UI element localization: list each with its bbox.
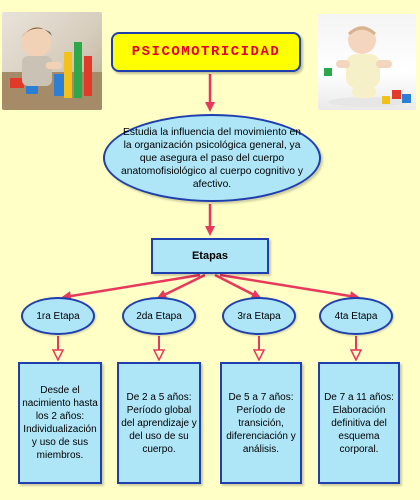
stage-4-node: 4ta Etapa xyxy=(319,297,393,335)
diagram-title: PSICOMOTRICIDAD xyxy=(131,44,281,60)
stage-3-description-box: De 5 a 7 años: Período de transición, di… xyxy=(220,362,302,484)
stage-1-label: 1ra Etapa xyxy=(36,310,80,322)
connector-etapas-to-stage-2 xyxy=(156,273,206,299)
stage-3-description: De 5 a 7 años: Período de transición, di… xyxy=(226,391,296,455)
definition-node: Estudia la influencia del movimiento en … xyxy=(103,114,321,202)
stage-4-label: 4ta Etapa xyxy=(334,310,378,322)
connector-etapas-to-stage-1 xyxy=(61,273,201,301)
stage-1-node: 1ra Etapa xyxy=(21,297,95,335)
connector-etapas-to-stage-3 xyxy=(214,273,262,299)
etapas-label: Etapas xyxy=(191,250,229,262)
definition-text: Estudia la influencia del movimiento en … xyxy=(120,126,303,190)
title-box: PSICOMOTRICIDAD xyxy=(111,32,301,72)
stage-1-description-box: Desde el nacimiento hasta los 2 años: In… xyxy=(18,362,102,484)
stage-2-node: 2da Etapa xyxy=(122,297,196,335)
etapas-node: Etapas xyxy=(151,238,269,274)
stage-3-node: 3ra Etapa xyxy=(222,297,296,335)
stage-3-label: 3ra Etapa xyxy=(237,310,281,322)
stage-4-description-box: De 7 a 11 años: Elaboración definitiva d… xyxy=(318,362,400,484)
stage-2-description-box: De 2 a 5 años: Período global del aprend… xyxy=(117,362,201,484)
connector-etapas-to-stage-4 xyxy=(219,273,360,301)
stage-1-description: Desde el nacimiento hasta los 2 años: In… xyxy=(22,385,98,461)
photo-child-with-blocks xyxy=(2,12,102,110)
photo-baby-with-blocks xyxy=(318,14,416,110)
stage-2-description: De 2 a 5 años: Período global del aprend… xyxy=(121,391,197,455)
stage-2-label: 2da Etapa xyxy=(136,310,182,322)
stage-4-description: De 7 a 11 años: Elaboración definitiva d… xyxy=(324,391,394,455)
